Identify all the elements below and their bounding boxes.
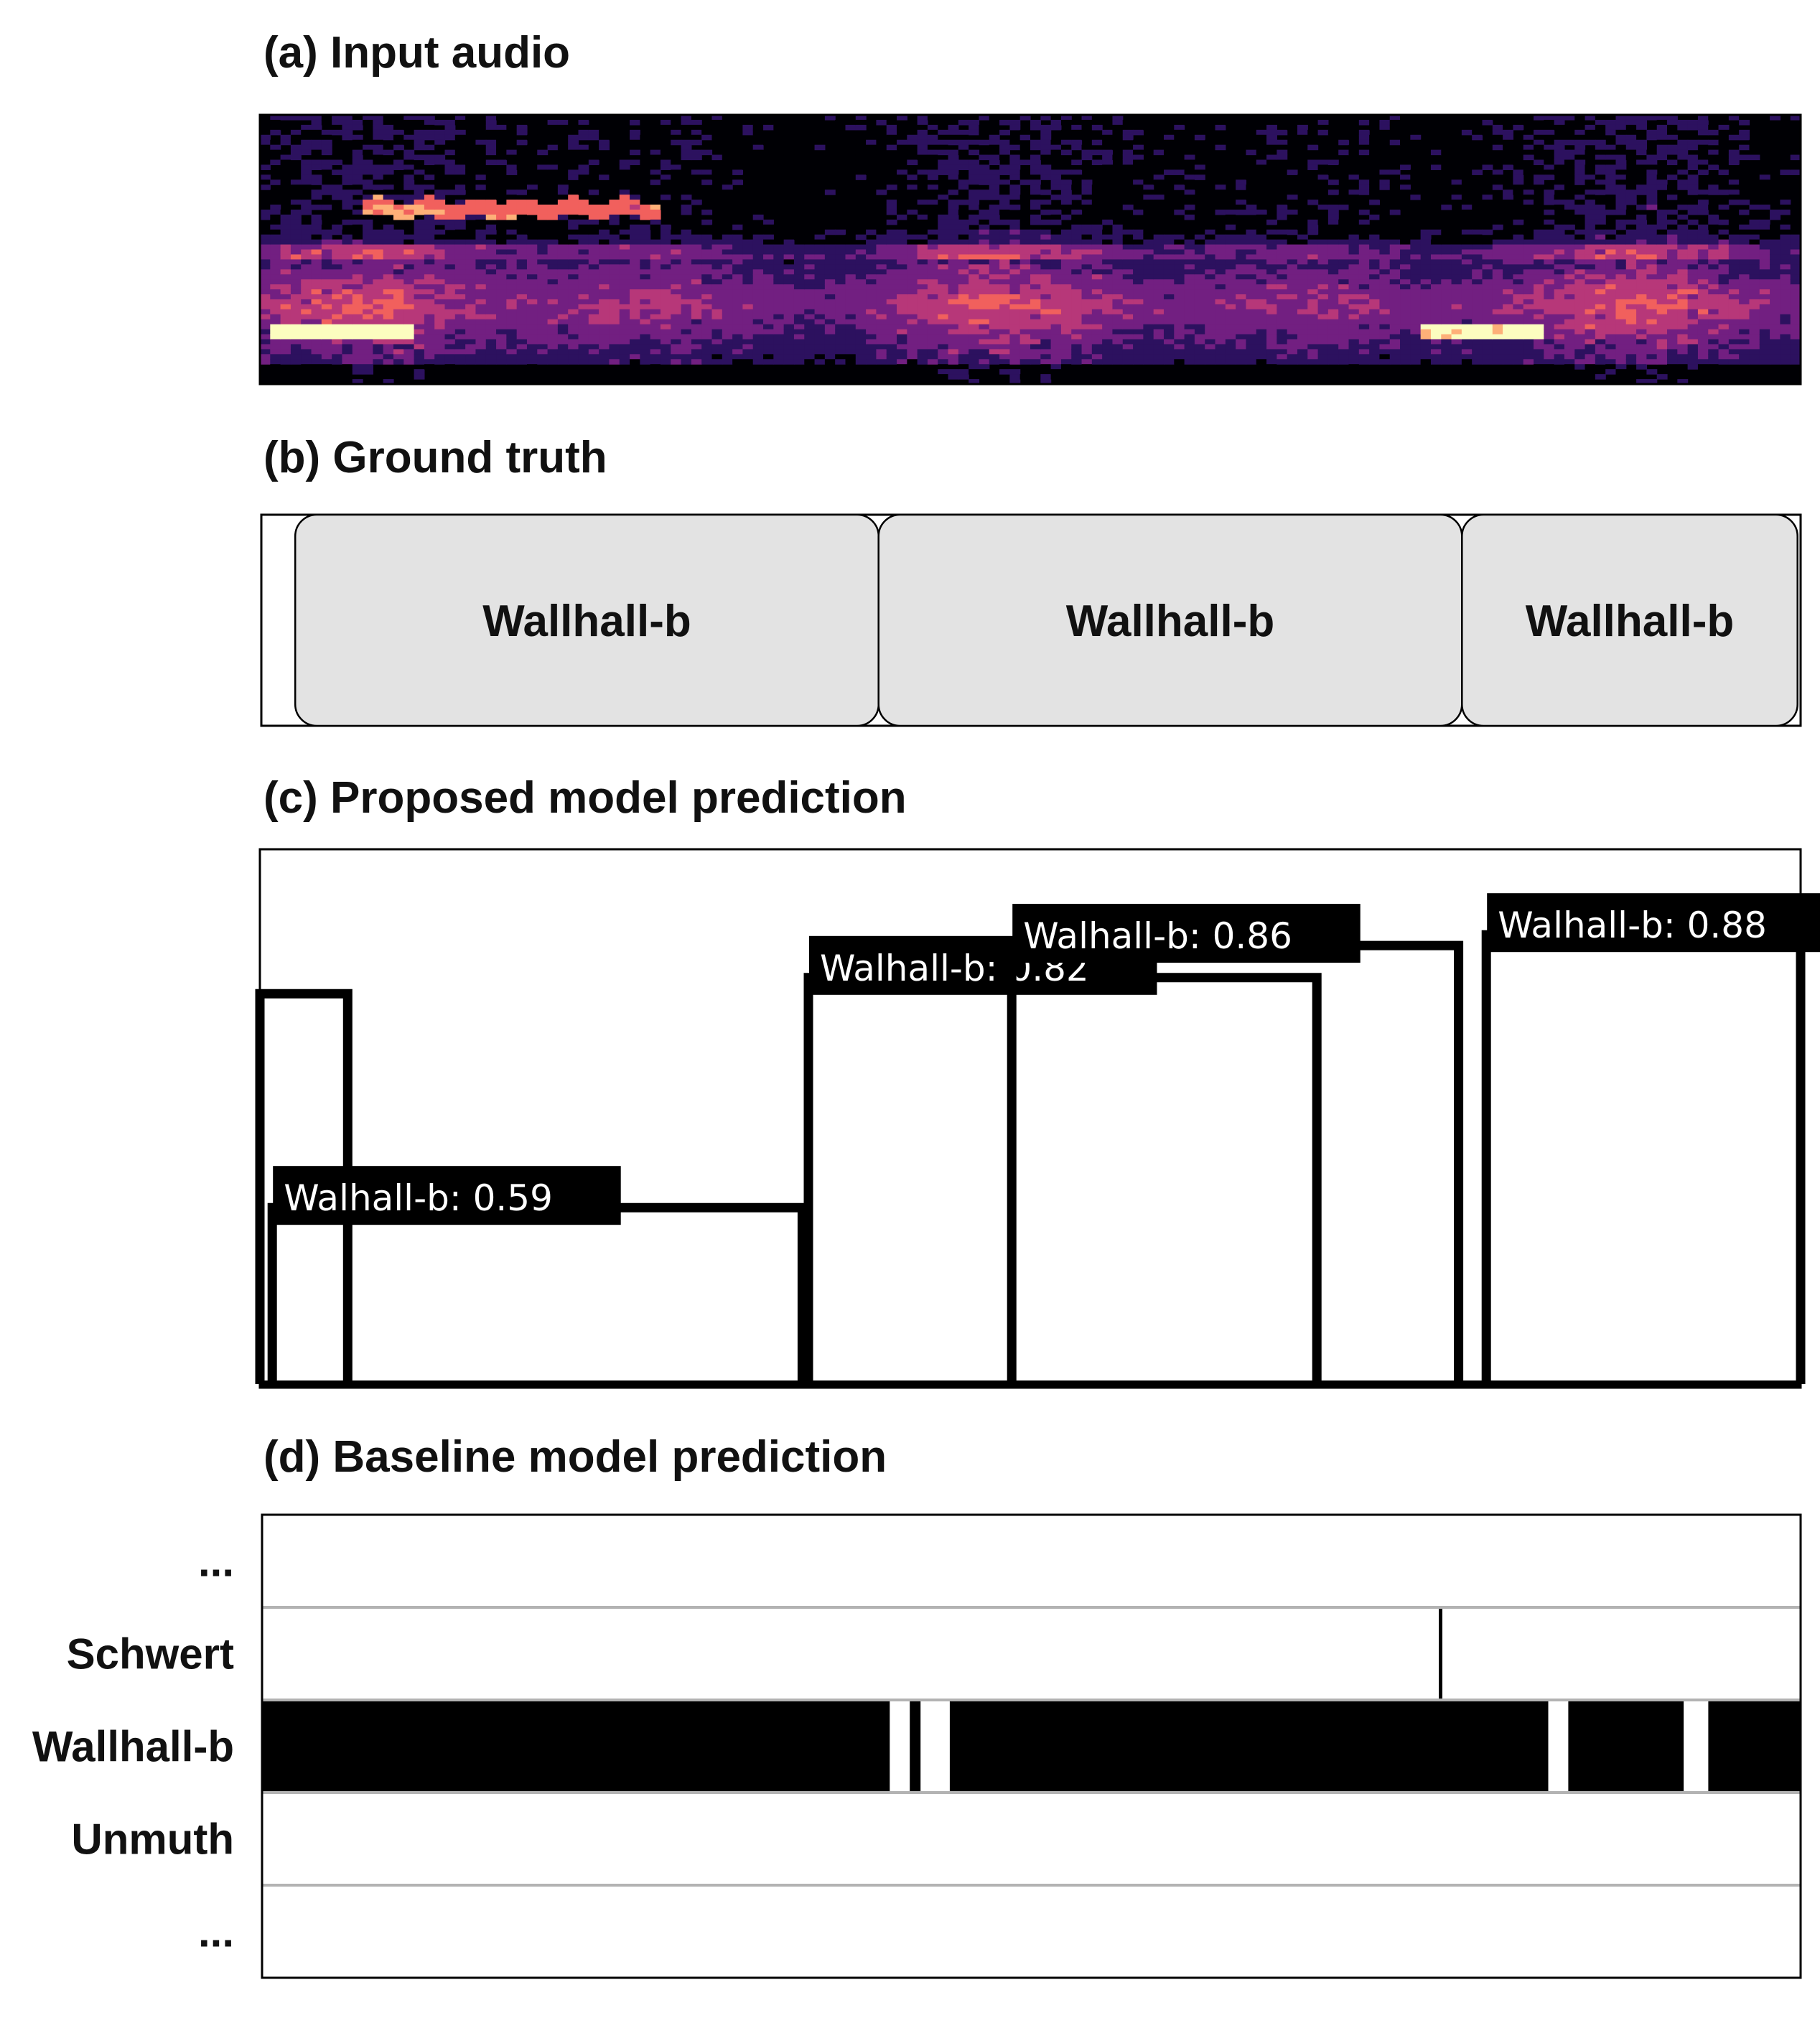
panel-b-title: (b) Ground truth xyxy=(263,433,607,482)
proposed-label-background xyxy=(1012,904,1361,963)
proposed-label-background xyxy=(1487,893,1820,953)
panel-c-title: (c) Proposed model prediction xyxy=(263,773,907,823)
baseline-row-label: Wallhall-b xyxy=(32,1723,234,1771)
ground-truth-segment-label: Wallhall-b xyxy=(1066,597,1274,646)
baseline-active-segment xyxy=(910,1701,921,1791)
baseline-active-segment xyxy=(262,1701,890,1791)
proposed-box-label: Walhall-b: 0.88 xyxy=(1498,905,1767,946)
panel-a-title: (a) Input audio xyxy=(263,28,570,78)
ground-truth-segment-label: Wallhall-b xyxy=(1526,597,1734,646)
ground-truth-segments: Wallhall-b Wallhall-b Wallhall-b xyxy=(294,513,1798,727)
proposed-box-label: Walhall-b: 0.86 xyxy=(1023,915,1292,957)
baseline-row-label: Schwert xyxy=(67,1630,234,1678)
ground-truth-segment-label: Wallhall-b xyxy=(482,597,691,646)
baseline-row-label: Unmuth xyxy=(71,1816,234,1864)
baseline-grid: ... SchwertWallhall-bUnmuth... xyxy=(32,1515,1801,1978)
proposed-box-label: Walhall-b: 0.59 xyxy=(284,1177,553,1219)
spectrogram-image xyxy=(260,115,1801,384)
ground-truth-segment xyxy=(1461,513,1798,727)
spectrogram-frame xyxy=(258,113,1802,386)
baseline-row-label: ... xyxy=(198,1538,234,1586)
panel-d-title: (d) Baseline model prediction xyxy=(263,1432,887,1482)
baseline-frame xyxy=(261,1513,1802,1979)
baseline-active-segment xyxy=(1568,1701,1684,1791)
baseline-active-segment xyxy=(949,1701,1549,1791)
baseline-active-segment xyxy=(1708,1701,1801,1791)
proposed-label-background xyxy=(273,1166,621,1225)
baseline-row-label: ... xyxy=(198,1908,234,1956)
